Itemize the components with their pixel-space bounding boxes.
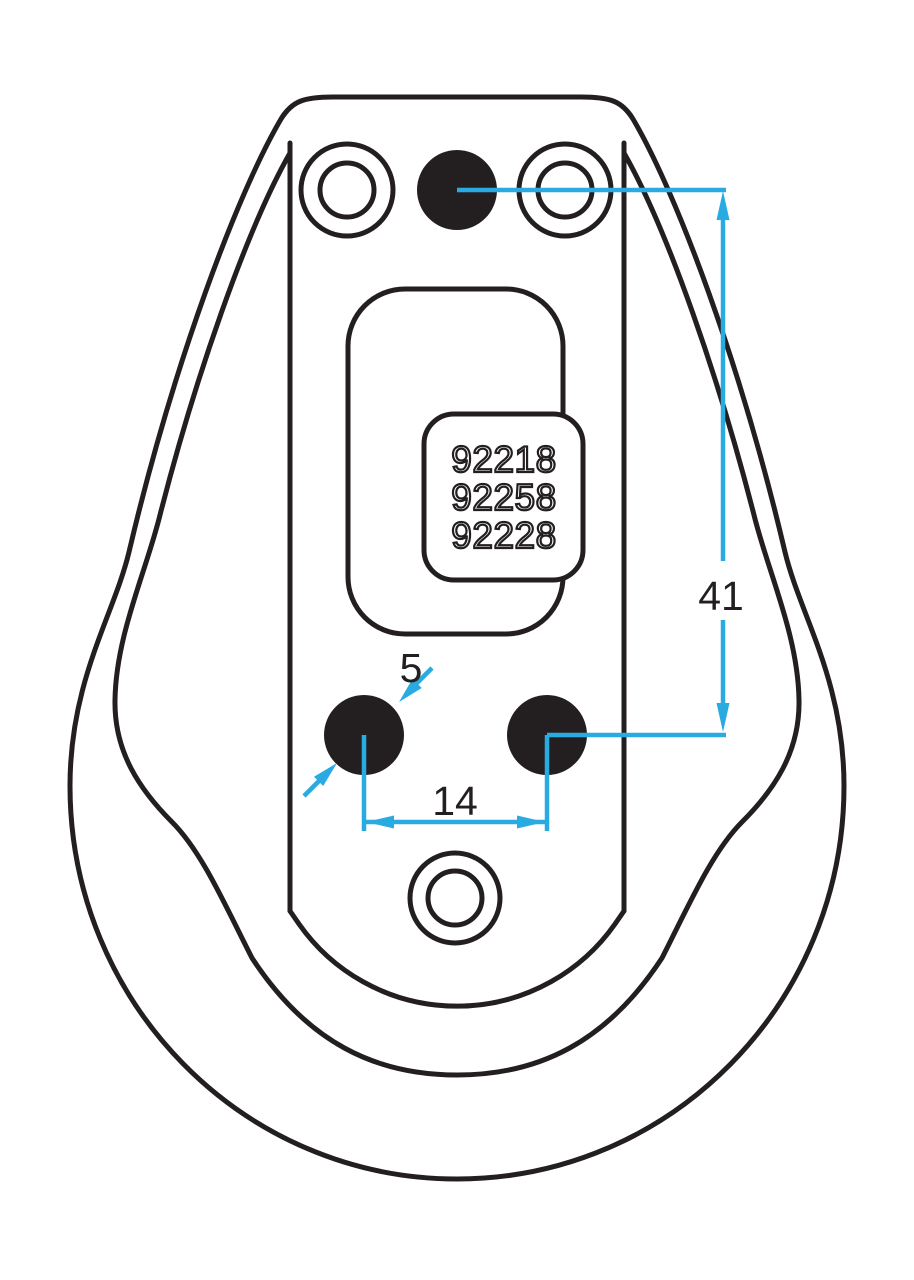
part-number-2: 92258	[451, 477, 556, 518]
top-left-ring-inner	[317, 160, 377, 220]
strap-bottom-arc	[287, 908, 627, 1009]
block-inner-outline	[112, 150, 802, 1078]
hole-diameter-label: 5	[400, 645, 423, 691]
hole-spacing-label: 14	[432, 778, 478, 824]
dimension-labels-group: 41 14 5	[400, 573, 744, 824]
arrowhead-up-icon	[716, 191, 730, 220]
part-number-3: 92228	[451, 515, 556, 556]
part-numbers-group: 92218 92258 92228	[450, 438, 557, 557]
dimension-lines-group	[302, 187, 726, 831]
ink-outlines-group	[67, 94, 847, 1182]
vertical-dimension-label: 41	[698, 573, 744, 619]
bottom-hole-outer-ring	[407, 850, 503, 946]
arrowhead-down-icon	[716, 703, 730, 732]
arrowhead-leader-upper-icon	[399, 678, 422, 702]
dimension-arrowheads-group	[314, 191, 730, 829]
part-number-plate	[421, 411, 586, 583]
part-number-1: 92218	[451, 439, 556, 480]
arrowhead-left-icon	[366, 815, 394, 829]
arrowhead-leader-lower-icon	[314, 763, 337, 786]
top-left-ring-outer	[298, 141, 396, 239]
block-outer-outline	[67, 94, 847, 1182]
arrowhead-right-icon	[517, 815, 545, 829]
bottom-hole-inner-ring	[425, 868, 485, 928]
